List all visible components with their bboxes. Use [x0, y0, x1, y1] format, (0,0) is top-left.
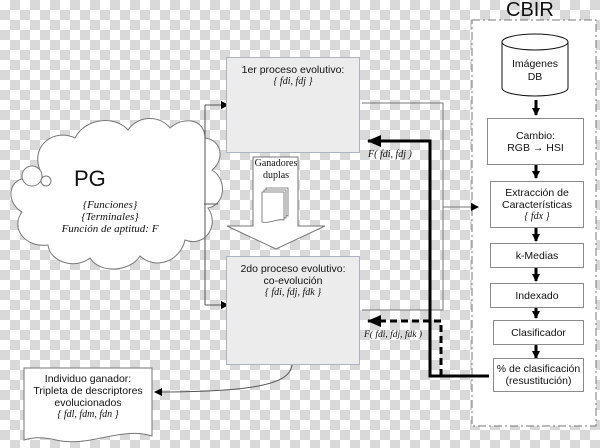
step-label: Características	[501, 198, 573, 211]
pg-functions: {Funciones}	[82, 199, 138, 211]
step-label: Cambio:	[515, 129, 556, 142]
step-feature-extraction: Extracción de Características { fdx }	[490, 181, 584, 228]
connector-to-extraction	[362, 102, 479, 211]
step-math: { fdx }	[524, 210, 550, 222]
process1-title: 1er proceso evolutivo:	[241, 64, 345, 76]
step-label: k-Medias	[515, 249, 559, 262]
step-classifier: Clasificador	[493, 320, 584, 345]
feedback-label-1: F( fdi, fdj )	[368, 149, 412, 160]
feedback-label-2: F( fdi, fdj, fdk )	[364, 330, 423, 340]
winner-document	[23, 367, 153, 443]
arrow-to-winner	[154, 364, 293, 396]
process2-title: 2do proceso evolutivo:	[240, 263, 346, 275]
winners-line2: duplas	[262, 170, 290, 181]
step-label: % de clasificación	[496, 363, 581, 375]
winner-content: Individuo ganador: Tripleta de descripto…	[24, 373, 152, 421]
pg-terminals: {Terminales}	[81, 211, 139, 223]
process2-math: { fdi, fdj, fdk }	[264, 287, 322, 298]
stacked-documents-icon	[261, 187, 289, 223]
process2-box: 2do proceso evolutivo: co-evolución { fd…	[226, 256, 360, 365]
step-label: Clasificador	[511, 326, 566, 339]
step-indexing: Indexado	[490, 283, 584, 308]
cbir-title: CBIR	[506, 0, 554, 21]
winner-math: { fdl, fdm, fdn }	[57, 409, 119, 420]
pg-title: PG	[74, 166, 106, 191]
database-icon	[501, 33, 569, 97]
feedback-arrow-1	[367, 135, 489, 378]
step-label: (resustitución)	[505, 375, 572, 387]
winners-line1: Ganadores	[254, 158, 298, 169]
step-label: Indexado	[515, 289, 559, 302]
step-label: RGB → HSI	[507, 141, 564, 154]
step-color-conversion: Cambio: RGB → HSI	[487, 118, 584, 165]
pg-content: {Funciones} {Terminales} Función de apti…	[30, 199, 190, 235]
process1-math: { fdi, fdj }	[273, 76, 313, 87]
thought-bubble-small	[40, 175, 52, 187]
process1-box: 1er proceso evolutivo: { fdi, fdj }	[226, 57, 360, 153]
winner-line2: Tripleta de descriptores	[33, 385, 143, 397]
pg-cloud	[10, 118, 223, 270]
pg-fitness: Función de aptitud: F	[61, 223, 159, 235]
process2-subtitle: co-evolución	[263, 275, 323, 287]
step-kmeans: k-Medias	[490, 243, 584, 268]
feedback-arrow-2	[367, 315, 443, 376]
step-label: Extracción de	[505, 186, 569, 199]
database-label-line2: DB	[527, 71, 543, 83]
database-label-line1: Imágenes	[511, 58, 559, 70]
winner-line3: evolucionados	[54, 397, 122, 409]
winners-label: Ganadores duplas	[253, 158, 299, 182]
thought-bubble-large	[21, 165, 43, 187]
step-classification-percent: % de clasificación (resustitución)	[493, 358, 584, 392]
winner-line1: Individuo ganador:	[44, 373, 132, 385]
database-label: Imágenes DB	[502, 58, 568, 84]
